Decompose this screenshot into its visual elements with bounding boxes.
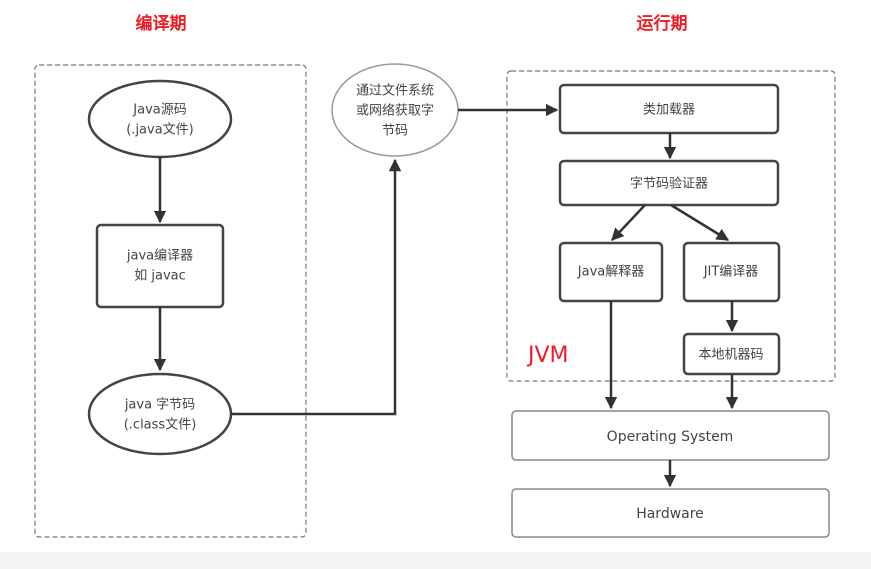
class-loader-node: 类加载器 — [558, 83, 780, 135]
native-code-label: 本地机器码 — [698, 348, 763, 363]
java-bytecode-node: java 字节码 (.class文件) — [87, 372, 233, 456]
jit-compiler-node: JIT编译器 — [682, 241, 781, 303]
arrow-bytecode-to-transfer — [231, 158, 402, 416]
java-source-line1: Java源码 — [132, 103, 186, 118]
operating-system-node: Operating System — [511, 410, 830, 461]
java-bytecode-line1: java 字节码 — [124, 398, 195, 413]
bytecode-verifier-label: 字节码验证器 — [630, 176, 708, 192]
java-compiler-line1: java编译器 — [126, 249, 193, 264]
java-compiler-line2: 如 javac — [134, 268, 186, 284]
operating-system-label: Operating System — [607, 429, 734, 445]
transfer-node: 通过文件系统 或网络获取字 节码 — [331, 63, 459, 157]
transfer-line1: 通过文件系统 — [356, 84, 434, 99]
native-code-node: 本地机器码 — [682, 332, 781, 376]
java-source-node: Java源码 (.java文件) — [87, 79, 233, 159]
transfer-line3: 节码 — [382, 124, 408, 139]
hardware-node: Hardware — [511, 488, 830, 538]
bottom-bar — [0, 552, 871, 569]
java-interpreter-node: Java解释器 — [558, 241, 664, 303]
arrow-verifier-to-jit — [670, 203, 730, 242]
compile-phase-container — [34, 64, 307, 538]
runtime-phase-title: 运行期 — [637, 13, 688, 34]
java-compiler-node: java编译器 如 javac — [95, 223, 225, 309]
jvm-container — [506, 70, 836, 382]
java-bytecode-line2: (.class文件) — [124, 418, 197, 433]
arrow-verifier-to-interpreter — [611, 204, 646, 241]
transfer-line2: 或网络获取字 — [356, 103, 434, 119]
compile-phase-title: 编译期 — [136, 13, 187, 34]
java-interpreter-label: Java解释器 — [577, 265, 644, 280]
bytecode-verifier-node: 字节码验证器 — [558, 159, 780, 207]
hardware-label: Hardware — [636, 506, 704, 522]
java-source-line2: (.java文件) — [126, 123, 194, 138]
class-loader-label: 类加载器 — [643, 103, 695, 118]
jvm-label: JVM — [526, 343, 569, 368]
jit-compiler-label: JIT编译器 — [703, 265, 759, 280]
